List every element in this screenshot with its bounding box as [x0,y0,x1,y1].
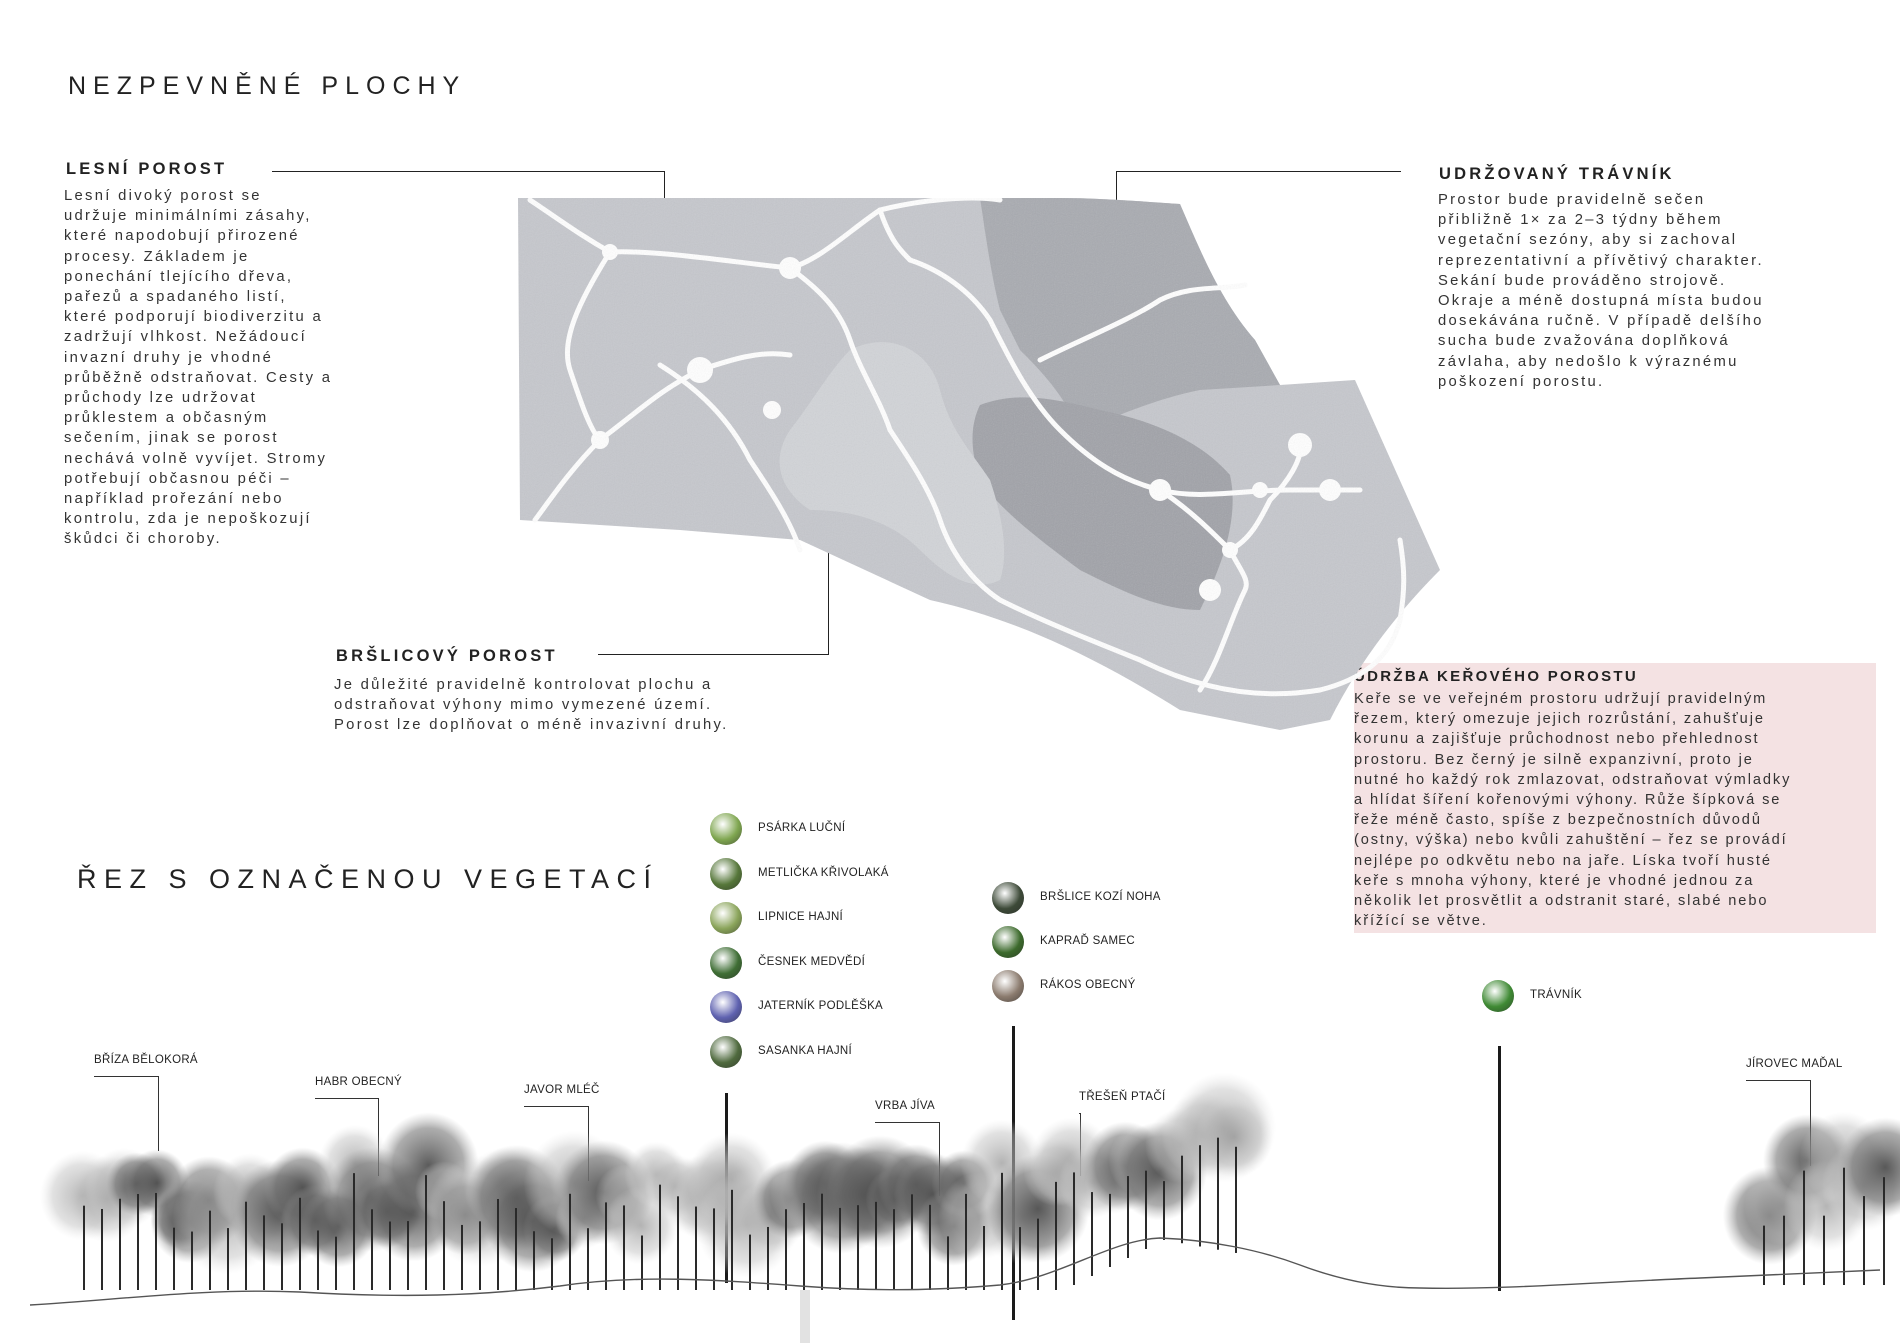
plant-swatch-icon [710,946,742,979]
udrzba-line: nejlépe po odkvětu nebo na jaře. Líska t… [1354,852,1772,869]
tree-trunks [83,1137,1885,1290]
lesni-line: průběžně odstraňovat. Cesty a [64,369,333,386]
udrzba-line: nutné ho každý rok zmlazovat, odstraňova… [1354,771,1792,788]
plant-label: JATERNÍK PODLĚŠKA [758,1000,884,1012]
udrzba-line: několik let prosvětlit a odstranit staré… [1354,893,1769,910]
vegetation-map [518,195,1440,730]
tree-label: JÍROVEC MAĎAL [1746,1058,1843,1070]
travnik-line: poškození porostu. [1438,373,1605,390]
brslice-line: odstraňovat výhony mimo vymezené území. [334,697,713,714]
terrain-line [29,1237,1881,1306]
plant-swatch-icon [1482,980,1514,1012]
udrzba-heading: ÚDRŽBA KEŘOVÉHO POROSTU [1354,668,1639,685]
plant-swatch-icon [710,1035,742,1068]
udrzba-line: křížící se větve. [1354,913,1488,930]
map-pale-area [779,342,1005,585]
udrzba-box: ÚDRŽBA KEŘOVÉHO POROSTU Keře se ve veřej… [1354,663,1876,933]
plant-label: PSÁRKA LUČNÍ [758,822,846,834]
brslice-text: Je důležité pravidelně kontrolovat ploch… [334,675,854,736]
page-title: NEZPEVNĚNÉ PLOCHY [68,72,467,100]
lesni-line: nechává volně vyvíjet. Stromy [64,450,328,467]
lesni-heading: LESNÍ POROST [66,160,228,178]
plant-label: ČESNEK MEDVĚDÍ [758,955,866,968]
map-lawn-area [980,198,1280,430]
udrzba-line: Keře se ve veřejném prostoru udržují pra… [1354,691,1768,707]
brslice-leader [598,538,829,655]
section-title: ŘEZ S OZNAČENOU VEGETACÍ [77,864,659,894]
lesni-text: Lesní divoký porost se udržuje minimálním… [64,186,404,550]
lesni-line: Lesní divoký porost se [64,188,262,204]
tree-crown [1195,1096,1273,1178]
lesni-leader [272,171,665,208]
udrzba-line: prostoru. Bez černý je silně expanzivní,… [1354,751,1754,768]
udrzba-line: a hlídat šíření kořenovými výhony. Růže … [1354,792,1782,809]
vegetation-section [29,1072,1900,1343]
lesni-line: škůdci či choroby. [64,531,222,548]
lesni-line: průklestem a občasným [64,410,269,427]
travnik-line: vegetační sezóny, aby si zachoval [1438,232,1738,249]
tree-label: BŘÍZA BĚLOKORÁ [94,1054,198,1066]
tree-leader-line [94,1076,159,1151]
travnik-line: závlaha, aby nedošlo k výraznému [1438,353,1739,370]
brslice-line: Porost lze doplňovat o méně invazivní dr… [334,717,729,734]
travnik-line: Prostor bude pravidelně sečen [1438,192,1706,208]
lesni-line: pařezů a spadaného listí, [64,289,287,306]
lesni-line: například prořezání nebo [64,491,284,508]
travnik-line: dosekávána ručně. V případě delšího [1438,313,1764,330]
plant-swatch-icon [992,882,1024,914]
tree-crowns [39,1072,1900,1279]
plant-swatch-icon [710,813,742,845]
plant-label: METLIČKA KŘIVOLAKÁ [758,866,889,879]
plant-label: KAPRAĎ SAMEC [1040,935,1135,947]
plant-swatch-icon [992,926,1024,958]
lesni-line: průchody lze udržovat [64,390,258,407]
udrzba-line: řezem, který omezuje jejich rozrůstání, … [1354,711,1765,728]
udrzba-line: (ostny, výška) nebo kvůli zahuštění – ře… [1354,832,1788,849]
lesni-line: které podporují biodiverzitu a [64,309,324,326]
plant-swatch-icon [992,970,1024,1002]
plant-label: TRÁVNÍK [1530,989,1582,1001]
lesni-line: procesy. Základem je [64,248,250,265]
tree-label: JAVOR MLÉČ [524,1084,600,1096]
lesni-line: zadržují vlhkost. Nežádoucí [64,329,308,346]
map-dark-area [972,397,1233,610]
brslice-heading: BRŠLICOVÝ POROST [336,647,558,665]
plant-swatch-icon [710,857,742,890]
tree-label: HABR OBECNÝ [315,1076,403,1088]
udrzba-line: řeže méně často, spíše z bezpečnostních … [1354,812,1762,829]
plant-label: RÁKOS OBECNÝ [1040,979,1136,991]
travnik-line: přibližně 1× za 2–3 týdny během [1438,212,1723,229]
plant-swatch-icon [710,991,742,1023]
travnik-line: sucha bude zvažována doplňková [1438,333,1730,350]
tree-label: VRBA JÍVA [875,1100,936,1112]
plant-label: LIPNICE HAJNÍ [758,911,844,923]
tree-label: TŘEŠEŇ PTAČÍ [1079,1091,1166,1103]
plant-label: BRŠLICE KOZÍ NOHA [1040,891,1161,903]
lesni-line: sečením, jinak se porost [64,430,279,447]
travnik-heading: UDRŽOVANÝ TRÁVNÍK [1439,165,1675,183]
travnik-line: Sekání bude prováděno strojově. [1438,272,1727,289]
lesni-line: udržuje minimálními zásahy, [64,208,312,225]
plant-swatch-icon [710,902,742,934]
lesni-line: kontrolu, zda je nepoškozují [64,511,312,528]
plant-label: SASANKA HAJNÍ [758,1044,853,1057]
travnik-text: Prostor bude pravidelně sečen přibližně 1… [1438,190,1868,392]
udrzba-line: korunu a zajišťuje průchodnost nebo přeh… [1354,731,1760,748]
udrzba-line: keře s mnoha výhony, které je vhodné jed… [1354,872,1755,889]
udrzba-text: Keře se ve veřejném prostoru udržují pra… [1354,689,1876,931]
travnik-line: reprezentativní a přívětivý charakter. [1438,252,1764,269]
travnik-line: Okraje a méně dostupná místa budou [1438,293,1764,310]
lesni-line: potřebují občasnou péči – [64,470,291,487]
lesni-line: ponechání tlejícího dřeva, [64,268,294,285]
brslice-line: Je důležité pravidelně kontrolovat ploch… [334,677,713,693]
legend-c-pole [1498,1046,1501,1291]
lesni-line: invazní druhy je vhodné [64,349,274,366]
lesni-line: které napodobují přirozené [64,228,300,245]
